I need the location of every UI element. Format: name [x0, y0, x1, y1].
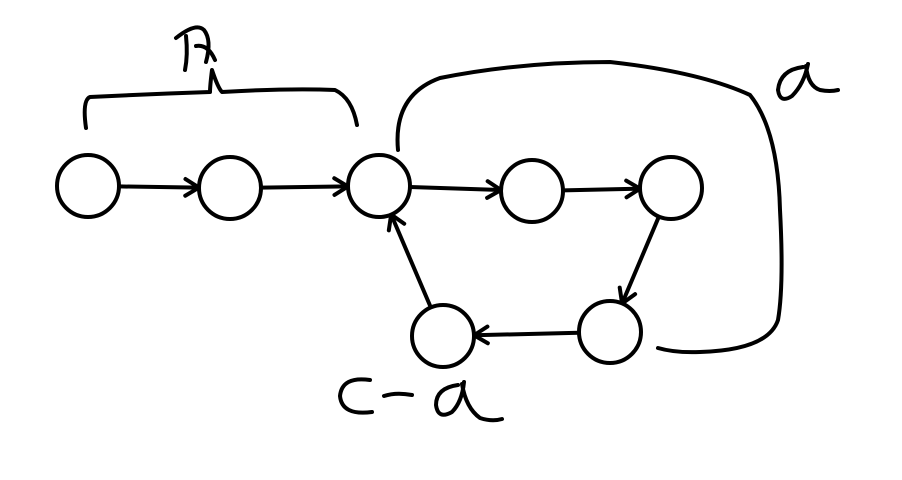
edge-n1-n2 — [116, 177, 202, 198]
arrowhead-stroke — [624, 186, 643, 200]
arrowhead-stroke — [183, 177, 202, 190]
brace-x — [82, 68, 359, 130]
label-c-minus-a-glyph — [338, 377, 504, 423]
node-n1 — [55, 153, 121, 219]
node-n7 — [410, 303, 476, 369]
edge-n7-n3 — [386, 212, 433, 310]
edge-n2-n3 — [258, 176, 351, 197]
node-n6 — [577, 299, 643, 365]
node-n5 — [638, 155, 704, 221]
arrowhead-stroke — [183, 185, 202, 198]
label-c-minus-a: c-a — [0, 0, 2, 1]
label-x-glyph — [174, 25, 217, 72]
edge-n5-n6 — [617, 214, 661, 306]
edge-n6-n7 — [471, 324, 582, 346]
arrowhead-stroke — [332, 184, 351, 197]
nodes-layer — [55, 153, 704, 369]
diagram-labels: x a c-a — [0, 0, 840, 423]
arrowhead-stroke — [471, 324, 490, 338]
label-a-glyph — [776, 62, 840, 101]
node-n3 — [346, 153, 412, 219]
arrowhead-stroke — [332, 176, 351, 189]
arrowhead-stroke — [386, 212, 394, 233]
edge-n3-n4 — [407, 179, 504, 200]
node-n2 — [197, 155, 263, 221]
arrowhead-stroke — [617, 285, 625, 306]
arrowhead-stroke — [389, 212, 407, 226]
arrowhead-stroke — [620, 292, 638, 306]
edge-n4-n5 — [560, 178, 643, 200]
arrowhead-stroke — [485, 187, 504, 200]
edges-layer — [116, 176, 661, 346]
arc-a — [395, 60, 784, 355]
arrowhead-stroke — [624, 178, 643, 191]
arrowhead-stroke — [471, 333, 490, 346]
arrowhead-stroke — [485, 179, 504, 192]
node-n4 — [499, 158, 565, 224]
